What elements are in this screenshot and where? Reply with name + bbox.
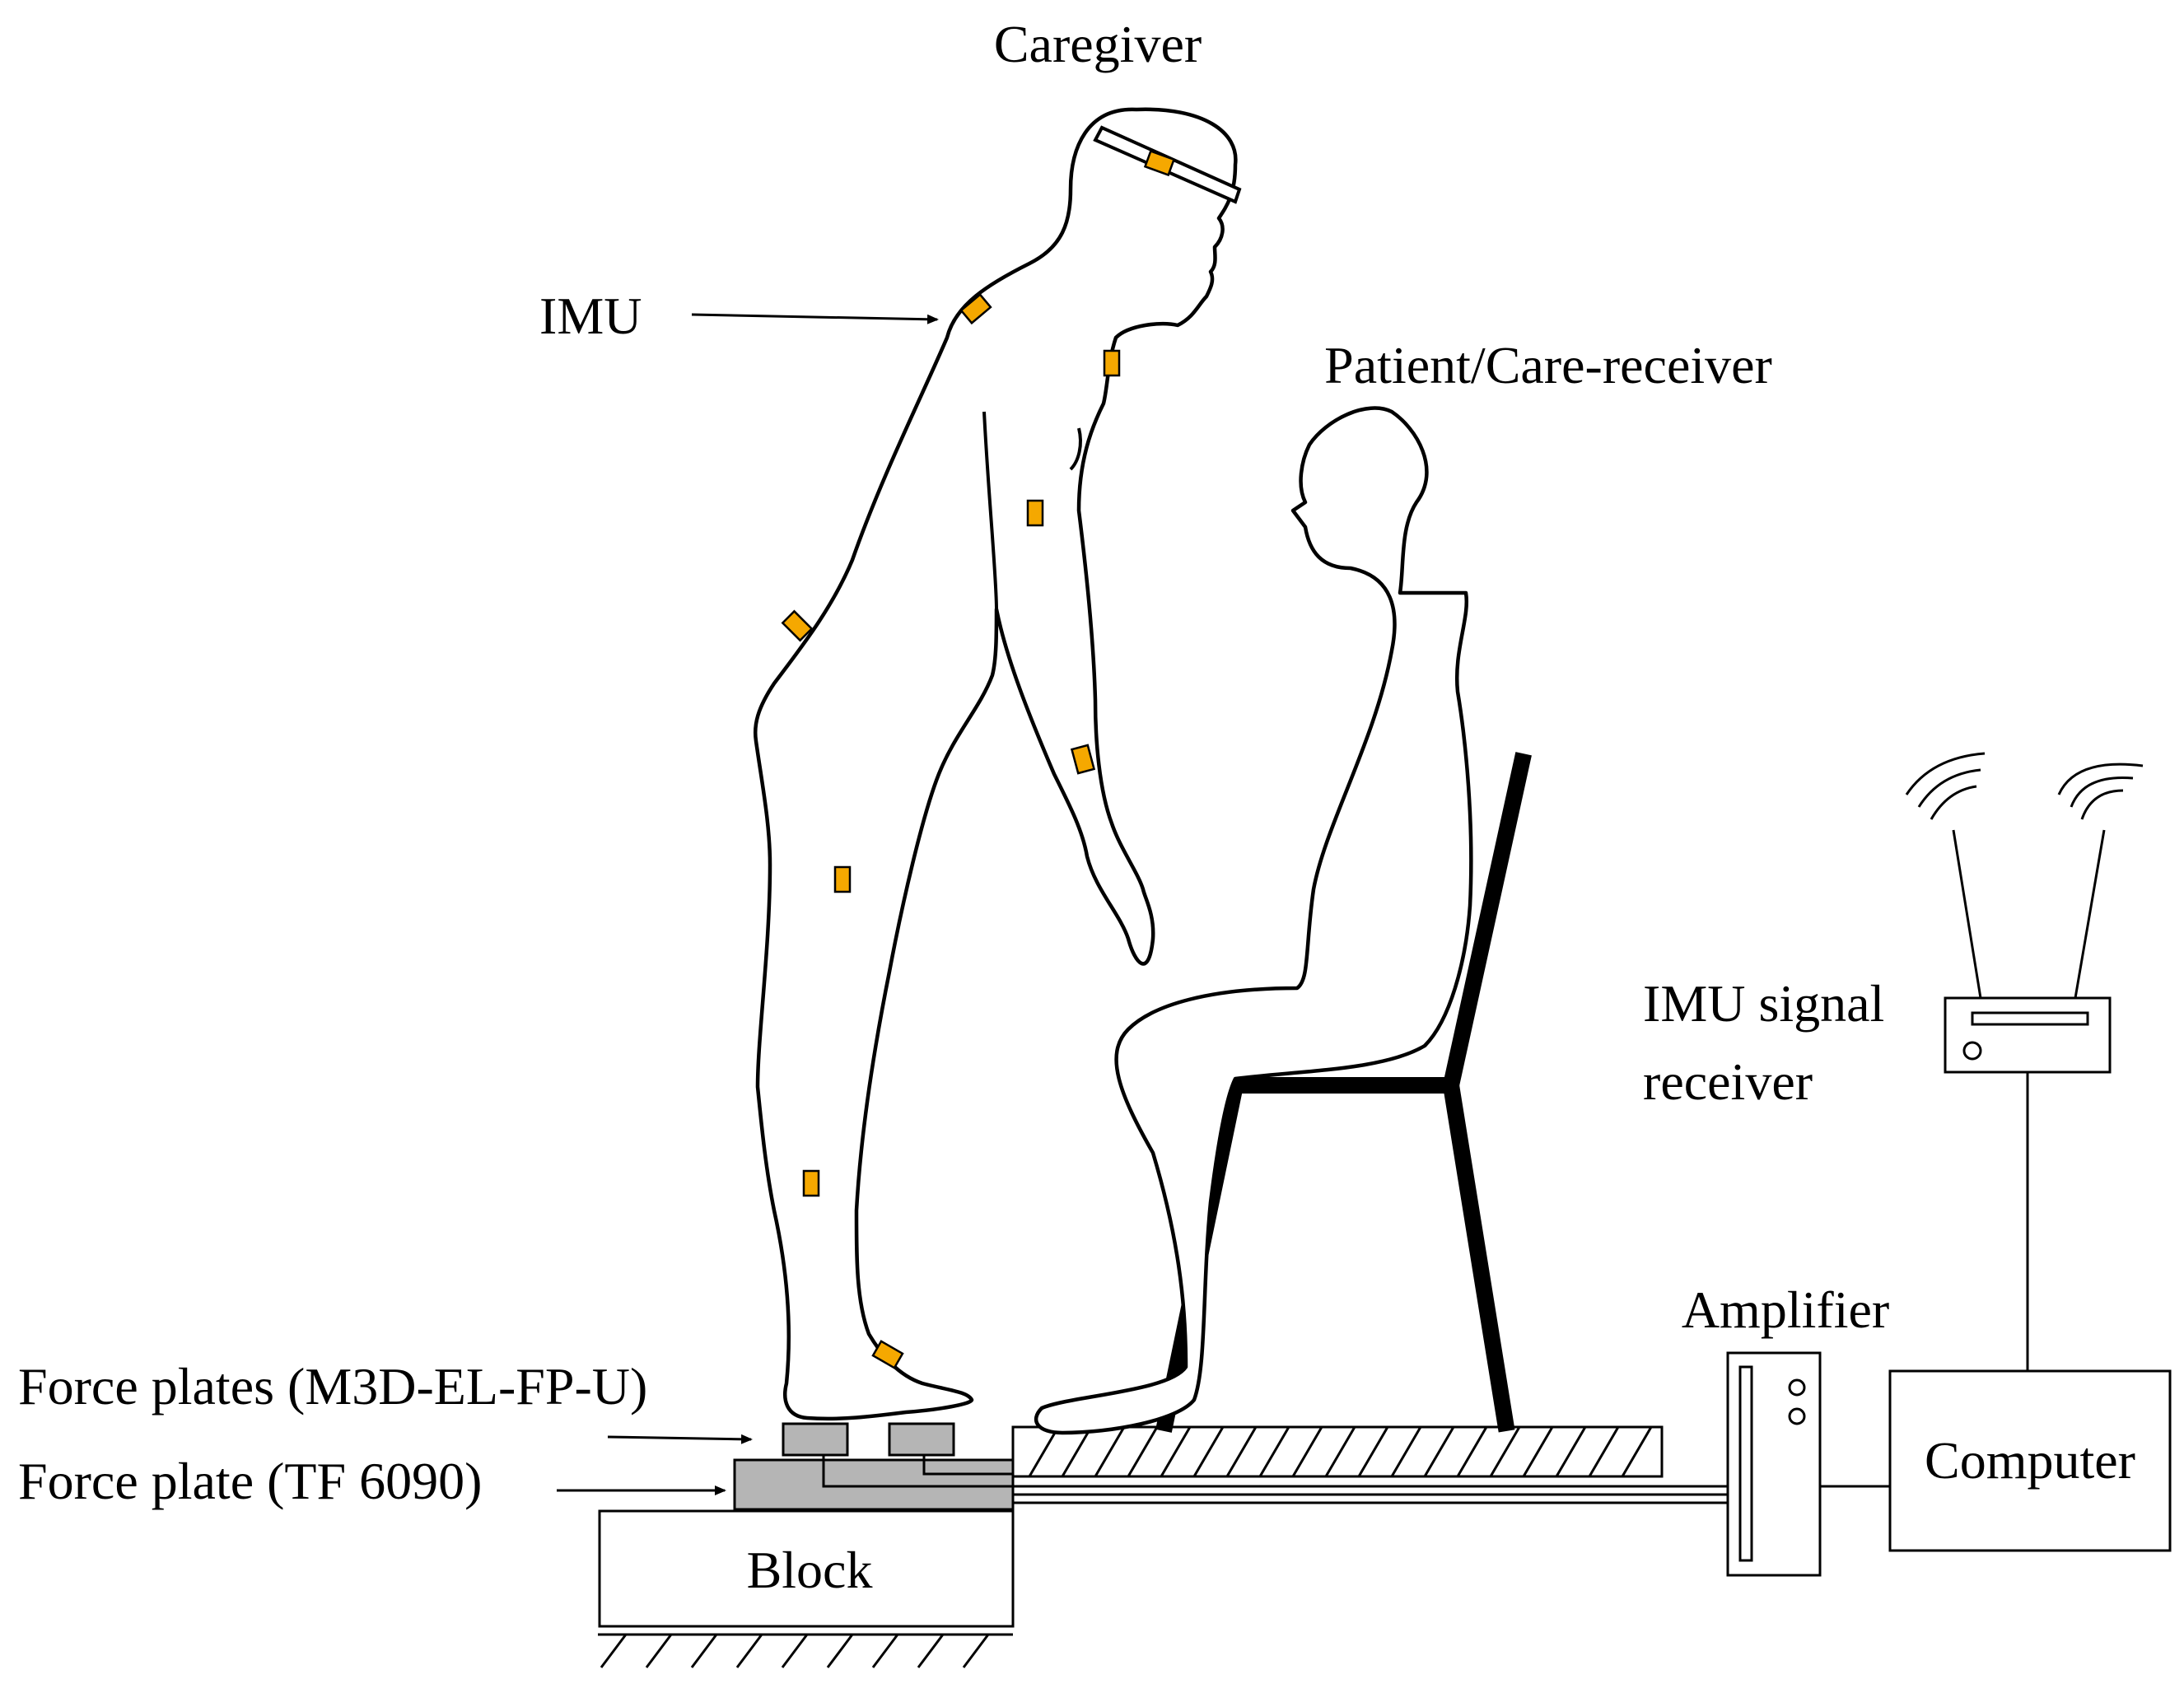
- imu-arrow: [691, 313, 939, 324]
- imu-sensor-neck: [1103, 349, 1121, 377]
- caregiver-figure: [754, 107, 1238, 1421]
- imu-sensor-upper-arm: [1026, 499, 1044, 527]
- patient-label: Patient/Care-receiver: [1324, 336, 1772, 394]
- caregiver-back-line: [1069, 427, 1082, 471]
- computer-box-icon: [1888, 1369, 2172, 1552]
- force-plate-tf6090: [733, 1458, 1015, 1511]
- imu-sensor-shoulder: [959, 292, 992, 325]
- force-plate-m3d-left: [782, 1422, 849, 1457]
- force-plate-m3d-right: [888, 1422, 955, 1457]
- block-label: Block: [747, 1541, 873, 1599]
- imu-sensor-thigh: [833, 865, 852, 893]
- caregiver-label: Caregiver: [994, 15, 1202, 73]
- patient-figure: [1034, 406, 1473, 1435]
- computer-label: Computer: [1925, 1431, 2135, 1490]
- imu-sensor-forearm: [1070, 744, 1096, 775]
- imu-sensor-foot: [871, 1340, 904, 1369]
- force-plates-arrow: [607, 1434, 753, 1444]
- amplifier-label: Amplifier: [1682, 1280, 1889, 1339]
- amplifier-box-icon: [1726, 1351, 1822, 1577]
- floor-hatch: [1011, 1425, 1664, 1478]
- block: [598, 1509, 1015, 1628]
- imu-sensor-head: [1143, 149, 1176, 177]
- ground-hatch-left: [598, 1633, 1013, 1668]
- wireless-router-icon: [1905, 752, 2144, 1074]
- imu-sensor-back: [781, 609, 814, 642]
- imu-label: IMU: [539, 287, 642, 345]
- imu-receiver-label-line2: receiver: [1643, 1052, 1813, 1111]
- imu-sensors: [781, 149, 1176, 1369]
- force-plates-label: Force plates (M3D-EL-FP-U): [18, 1357, 647, 1415]
- imu-receiver-label-line1: IMU signal: [1643, 974, 1884, 1033]
- caregiver-arm-line: [982, 411, 998, 610]
- force-plate-cables: [822, 1455, 1728, 1504]
- imu-sensor-shank: [802, 1169, 820, 1197]
- force-plate-label: Force plate (TF 6090): [18, 1452, 482, 1510]
